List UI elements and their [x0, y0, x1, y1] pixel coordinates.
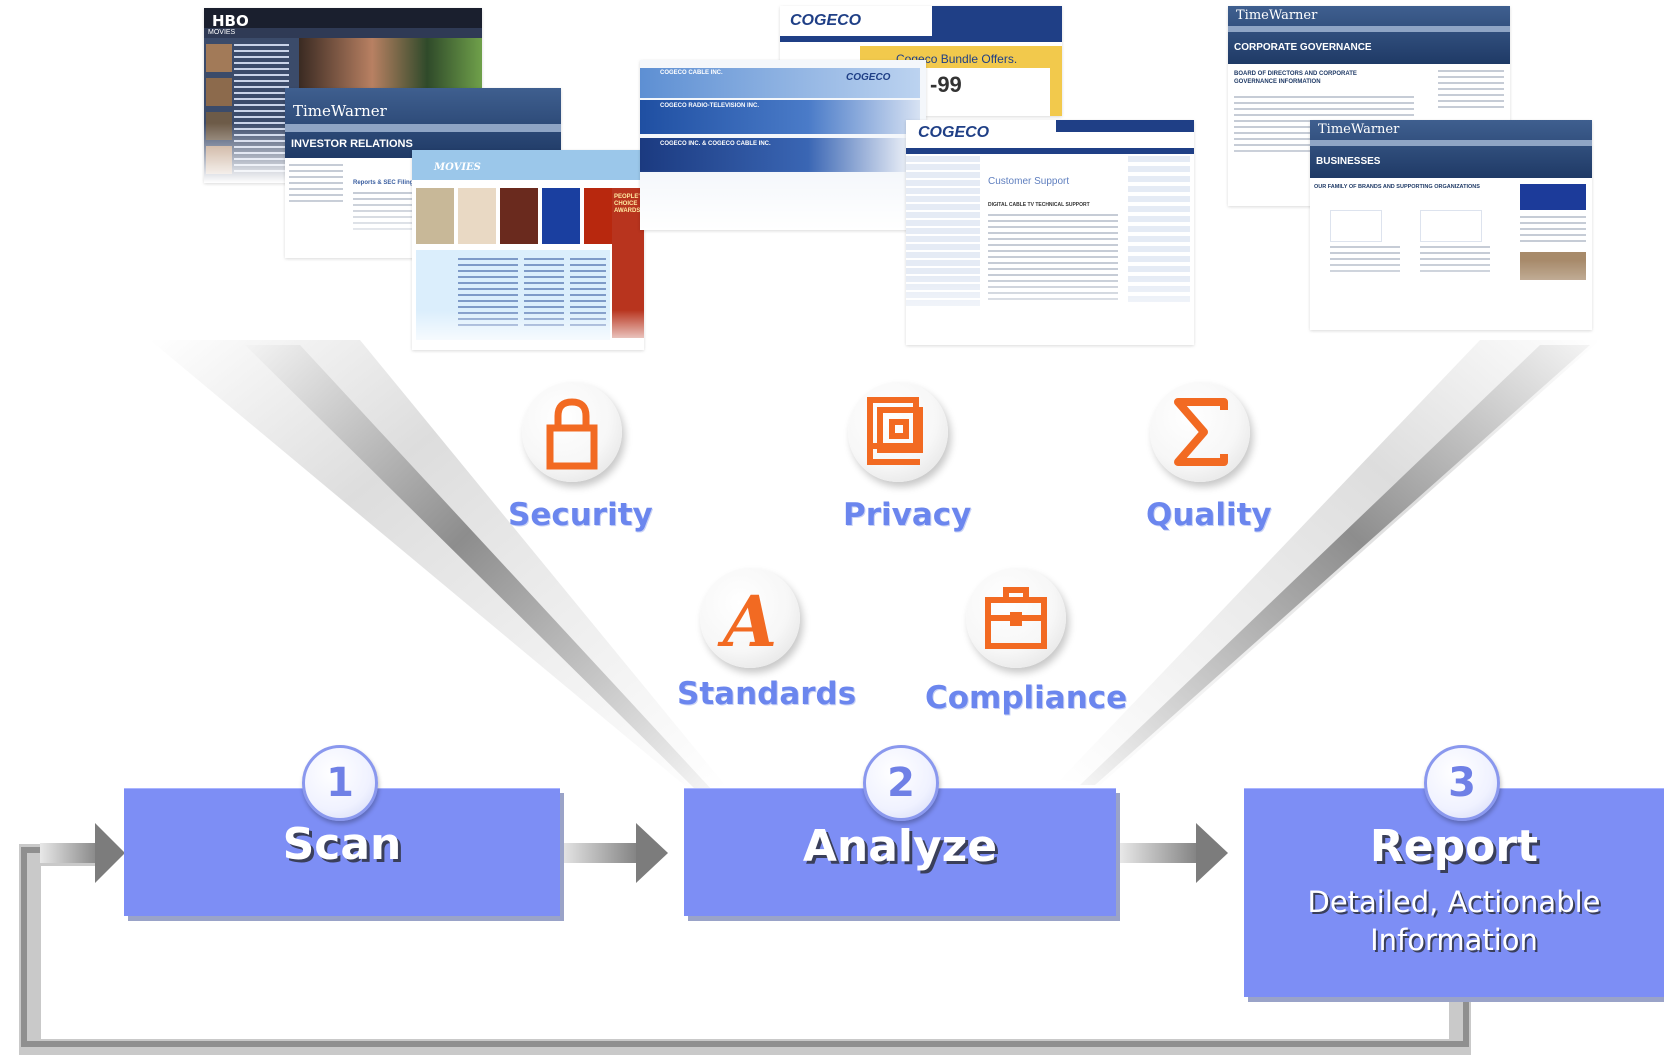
screenshot-cogeco-corporate: COGECO CABLE INC. COGECO RADIO-TELEVISIO… — [640, 60, 926, 230]
funnel-left-edge — [245, 345, 712, 790]
businesses-subheading: OUR FAMILY OF BRANDS AND SUPPORTING ORGA… — [1314, 184, 1480, 190]
customer-support-heading: Customer Support — [988, 176, 1070, 187]
poster-3 — [500, 188, 538, 244]
standards-label: Standards — [677, 676, 857, 712]
briefcase-icon — [985, 587, 1047, 649]
quality-icon-badge — [1150, 382, 1250, 482]
timewarner-biz-logo: TimeWarner — [1318, 122, 1400, 137]
step-report-subtitle-2: Information — [1370, 923, 1538, 957]
cogeco-logo: COGECO — [790, 12, 862, 29]
step-scan-title: Scan — [282, 819, 402, 870]
cogeco-corp-row-1-label: COGECO CABLE INC. — [660, 70, 723, 76]
businesses-side-image — [1520, 184, 1586, 210]
step-report-title: Report — [1369, 821, 1539, 872]
corporate-governance-banner: CORPORATE GOVERNANCE — [1234, 42, 1372, 53]
privacy-label: Privacy — [843, 497, 972, 533]
hbo-section-label: MOVIES — [208, 29, 236, 36]
step-1-badge: 1 — [302, 745, 378, 821]
bundle-price: -99 — [930, 72, 962, 97]
standards-icon-badge: A — [700, 568, 800, 668]
cogeco-corp-row-2 — [640, 100, 920, 134]
awards-ad-text: PEOPLE'S CHOICE AWARDS — [614, 194, 644, 214]
step-analyze-title: Analyze — [802, 821, 998, 872]
screenshot-timewarner-businesses: TimeWarner BUSINESSES OUR FAMILY OF BRAN… — [1310, 120, 1592, 330]
step-report: Report Detailed, Actionable Information — [1244, 788, 1664, 997]
poster-1 — [416, 188, 454, 244]
quality-label: Quality — [1146, 497, 1272, 533]
lock-icon — [546, 398, 598, 470]
cogeco-corp-row-3-label: COGECO INC. & COGECO CABLE INC. — [660, 141, 771, 147]
funnel-left — [150, 340, 725, 790]
hbo-logo: HBO — [212, 12, 249, 30]
sigma-icon — [1174, 398, 1228, 466]
step-2-badge: 2 — [863, 745, 939, 821]
compliance-label: Compliance — [925, 680, 1128, 716]
hbo-photo-1 — [206, 44, 232, 72]
cogeco-corp-logo: COGECO — [846, 72, 891, 83]
funnel-right-edge — [1080, 345, 1590, 785]
compliance-icon-badge — [966, 568, 1066, 668]
cogeco-corp-row-2-label: COGECO RADIO-TELEVISION INC. — [660, 103, 760, 109]
brand-tile-2 — [1420, 210, 1482, 242]
reports-link: Reports & SEC Filings — [353, 180, 417, 186]
timewarner-logo: TimeWarner — [293, 102, 387, 120]
cogeco-corp-row-1 — [640, 68, 920, 98]
cogeco-support-logo: COGECO — [918, 124, 990, 141]
bundle-banner: Cogeco Bundle Offers. — [896, 52, 1018, 66]
businesses-banner: BUSINESSES — [1316, 156, 1381, 167]
svg-text:A: A — [717, 580, 777, 663]
arrow-scan-to-analyze — [560, 823, 668, 883]
movies-heading: MOVIES — [434, 162, 481, 173]
hbo-photo-2 — [206, 78, 232, 106]
timewarner-gov-logo: TimeWarner — [1236, 8, 1318, 23]
letter-a-icon: A — [717, 580, 777, 663]
governance-subheading: BOARD OF DIRECTORS AND CORPORATE GOVERNA… — [1234, 71, 1357, 85]
concentric-squares-icon — [867, 397, 923, 465]
privacy-icon-badge — [848, 382, 948, 482]
poster-4 — [542, 188, 580, 244]
arrow-analyze-to-report — [1120, 823, 1228, 883]
screenshot-cogeco-support: COGECO Customer Support DIGITAL CABLE TV… — [906, 120, 1194, 345]
brand-tile-1 — [1330, 210, 1382, 242]
screenshot-cogeco-bundle: COGECO Cogeco Bundle Offers. -99 — [780, 6, 1062, 116]
step-report-subtitle-1: Detailed, Actionable — [1307, 885, 1601, 919]
arrow-loop-to-scan — [40, 823, 125, 883]
digital-cable-subheading: DIGITAL CABLE TV TECHNICAL SUPPORT — [988, 202, 1090, 208]
poster-2 — [458, 188, 496, 244]
security-label: Security — [508, 497, 653, 533]
step-3-badge: 3 — [1424, 745, 1500, 821]
investor-relations-banner: INVESTOR RELATIONS — [291, 138, 413, 150]
cogeco-corp-row-3 — [640, 138, 920, 172]
screenshot-movies: MOVIES PEOPLE'S CHOICE AWARDS — [412, 150, 644, 350]
security-icon-badge — [522, 382, 622, 482]
